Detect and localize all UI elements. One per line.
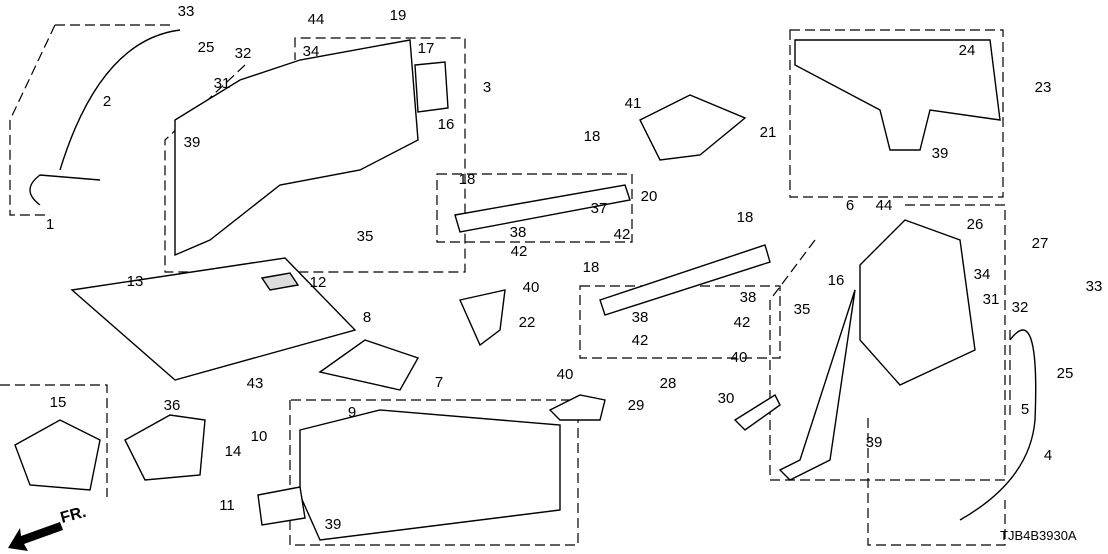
callout-11: 11 xyxy=(219,497,235,514)
part-bracket-22 xyxy=(459,289,506,347)
part-14 xyxy=(124,414,206,481)
part-quarter-trim-left xyxy=(174,39,419,257)
callout-42: 42 xyxy=(614,226,631,243)
callout-5: 5 xyxy=(1021,401,1029,418)
callout-31: 31 xyxy=(983,291,1000,308)
callout-25: 25 xyxy=(1057,365,1074,382)
direction-label: FR. xyxy=(59,504,88,527)
part-cable-2 xyxy=(29,29,181,206)
callout-40: 40 xyxy=(731,349,748,366)
callout-38: 38 xyxy=(632,309,649,326)
part-bracket-30 xyxy=(733,393,781,431)
part-12 xyxy=(260,272,300,291)
callout-16: 16 xyxy=(438,116,455,133)
callout-3: 3 xyxy=(483,79,491,96)
callout-26: 26 xyxy=(967,216,984,233)
part-sill-28 xyxy=(599,244,771,316)
callout-29: 29 xyxy=(628,397,645,414)
callout-34: 34 xyxy=(974,266,991,283)
callout-32: 32 xyxy=(235,45,252,62)
callout-7: 7 xyxy=(435,374,443,391)
callout-20: 20 xyxy=(641,188,658,205)
callout-43: 43 xyxy=(247,375,264,392)
group-box-1 xyxy=(9,24,170,216)
callout-44: 44 xyxy=(308,11,325,28)
callout-42: 42 xyxy=(632,332,649,349)
callout-38: 38 xyxy=(510,224,527,241)
callout-6: 6 xyxy=(846,197,854,214)
callout-10: 10 xyxy=(251,428,268,445)
callout-15: 15 xyxy=(50,394,67,411)
callout-1: 1 xyxy=(46,216,54,233)
callout-42: 42 xyxy=(734,314,751,331)
callout-21: 21 xyxy=(760,124,777,141)
callout-28: 28 xyxy=(660,375,677,392)
callout-33: 33 xyxy=(178,3,195,20)
callout-2: 2 xyxy=(103,93,111,110)
callout-35: 35 xyxy=(794,301,811,318)
callout-9: 9 xyxy=(348,404,356,421)
callout-44: 44 xyxy=(876,197,893,214)
callout-18: 18 xyxy=(737,209,754,226)
part-trim-23 xyxy=(794,39,1001,151)
part-11 xyxy=(257,486,306,526)
callout-40: 40 xyxy=(557,366,574,383)
callout-8: 8 xyxy=(363,309,371,326)
arrow-icon xyxy=(8,522,63,551)
callout-25: 25 xyxy=(198,39,215,56)
callout-13: 13 xyxy=(127,273,144,290)
group-box-20 xyxy=(436,173,633,243)
callout-19: 19 xyxy=(390,7,407,24)
part-tonneau-13 xyxy=(70,257,357,381)
callout-18: 18 xyxy=(583,259,600,276)
callout-37: 37 xyxy=(591,200,608,217)
group-box-27 xyxy=(769,204,1006,481)
callout-30: 30 xyxy=(718,390,735,407)
callout-39: 39 xyxy=(866,434,883,451)
callout-16: 16 xyxy=(828,272,845,289)
group-box-4 xyxy=(867,330,1011,546)
callout-17: 17 xyxy=(418,40,435,57)
callout-31: 31 xyxy=(214,75,231,92)
part-8 xyxy=(318,339,420,391)
callout-40: 40 xyxy=(523,279,540,296)
callout-41: 41 xyxy=(625,95,642,112)
callout-32: 32 xyxy=(1012,299,1029,316)
callout-24: 24 xyxy=(959,42,976,59)
callout-38: 38 xyxy=(740,289,757,306)
callout-34: 34 xyxy=(303,43,320,60)
callout-22: 22 xyxy=(519,314,536,331)
callout-39: 39 xyxy=(325,516,342,533)
callout-14: 14 xyxy=(225,443,242,460)
part-cable-5 xyxy=(959,329,1037,521)
part-17 xyxy=(414,61,449,113)
front-direction-arrow: FR. xyxy=(8,504,88,551)
callout-33: 33 xyxy=(1086,278,1103,295)
callout-27: 27 xyxy=(1032,235,1049,252)
callout-36: 36 xyxy=(164,397,181,414)
part-bracket-21 xyxy=(639,94,747,161)
callout-39: 39 xyxy=(932,145,949,162)
group-box-19 xyxy=(164,37,466,273)
diagram-code: TJB4B3930A xyxy=(1000,528,1077,543)
parts xyxy=(14,29,1037,541)
callout-4: 4 xyxy=(1044,447,1052,464)
part-15 xyxy=(14,419,101,491)
callout-18: 18 xyxy=(459,171,476,188)
callout-12: 12 xyxy=(310,274,327,291)
part-bracket-29 xyxy=(548,394,606,421)
part-sill-20 xyxy=(454,184,631,233)
part-pillar-trim xyxy=(778,289,856,481)
callout-18: 18 xyxy=(584,128,601,145)
callout-23: 23 xyxy=(1035,79,1052,96)
callout-39: 39 xyxy=(184,134,201,151)
group-box-15 xyxy=(0,384,108,497)
group-box-23 xyxy=(789,29,1004,198)
callout-35: 35 xyxy=(357,228,374,245)
callout-42: 42 xyxy=(511,243,528,260)
part-quarter-trim-right xyxy=(859,219,976,386)
